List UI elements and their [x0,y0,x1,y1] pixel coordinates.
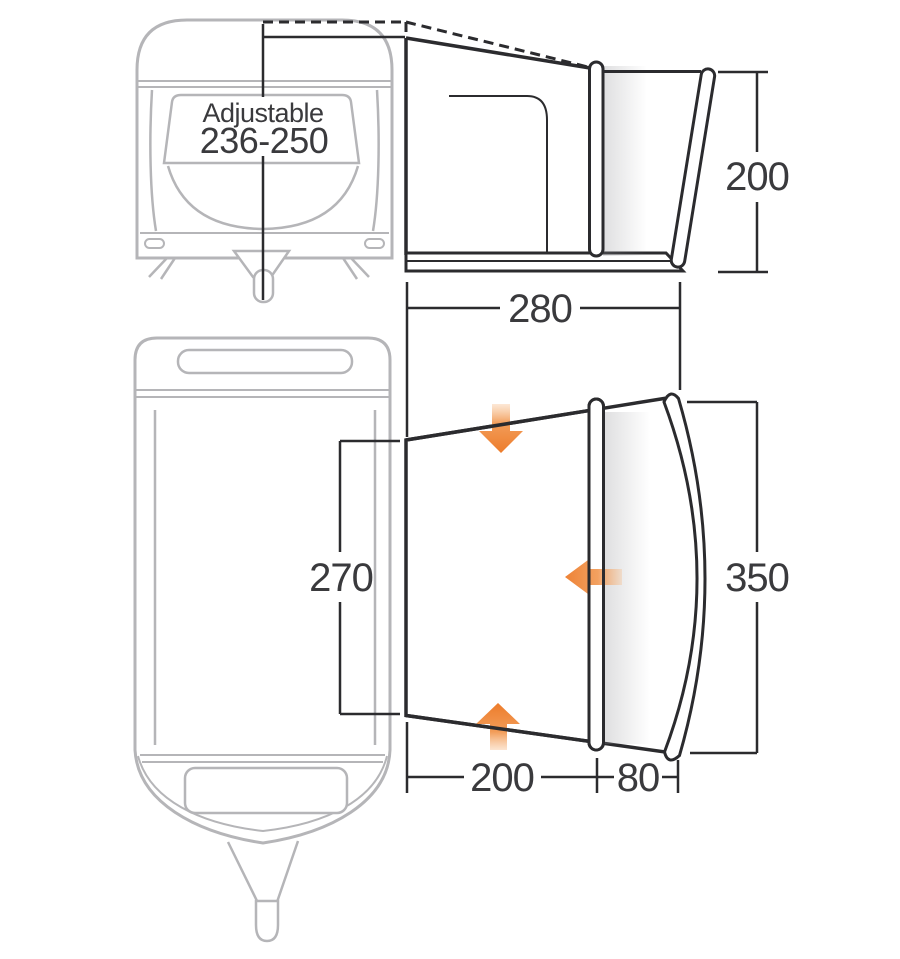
inflation-arrow-down-icon [479,404,523,453]
caravan-top-hitch [254,899,280,943]
dim-canopy-depth-label: 200 [470,756,534,800]
adjustable-range-label: 236-250 [200,120,329,161]
dim-height-label: 200 [725,155,789,199]
plan-view-mid-beam-pole-restroke [587,397,605,752]
dim-attachment-width: 270 [309,439,400,716]
caravan-front-right-crease [371,89,380,232]
caravan-front-left-leg [148,257,177,280]
caravan-top-side-inner-lines [153,410,377,745]
caravan-front-right-leg [341,257,370,280]
side-view-roof-line [405,36,591,70]
caravan-top-body-outline [133,336,392,845]
dim-front-width-label: 350 [725,556,789,600]
caravan-top-front-inner-curve [137,755,388,833]
adjustable-label: Adjustable [202,98,323,128]
dim-attachment-width-label: 270 [309,556,373,600]
dim-front-width: 350 [687,400,790,755]
caravan-top-aframe [226,840,300,906]
caravan-top-front-wall-lines [140,754,385,763]
plan-view-edge-restrokes [405,408,589,743]
awning-side-view [404,36,717,273]
caravan-front-view: Adjustable 236-250 [135,18,394,304]
caravan-front-text-panel [162,93,361,165]
dim-depth-label: 280 [508,287,572,331]
caravan-top-front-window [183,766,349,815]
side-view-mid-beam-pole [588,60,605,258]
caravan-top-view [133,336,392,943]
caravan-top-rear-seam-lines [135,389,390,398]
caravan-top-rooflight [176,348,354,375]
dim-porch-extension-label: 80 [617,756,660,800]
caravan-front-left-crease [149,89,158,232]
caravan-front-right-light [364,238,385,249]
awning-plan-view [404,392,707,762]
side-pole-shadow [603,66,647,256]
dim-height: 200 [718,70,790,274]
dim-depth: 280 [405,282,682,437]
side-view-door-outline [449,95,548,253]
dim-front-width-ticks [687,400,757,755]
side-view-front-beam-pole [669,67,717,269]
inflation-arrow-left-icon [565,560,622,594]
plan-view-front-beam-pole [662,392,707,762]
caravan-front-left-light [144,238,165,249]
height-reference-lines [261,20,589,300]
raised-position-dashed-line [263,20,589,69]
dim-bottom-depths: 200 80 [405,722,680,800]
inflation-arrow-up-icon [476,703,520,750]
plan-view-canopy-outline [404,396,700,755]
dim-height-ticks [718,70,768,274]
dim-attachment-width-ticks [340,439,400,716]
